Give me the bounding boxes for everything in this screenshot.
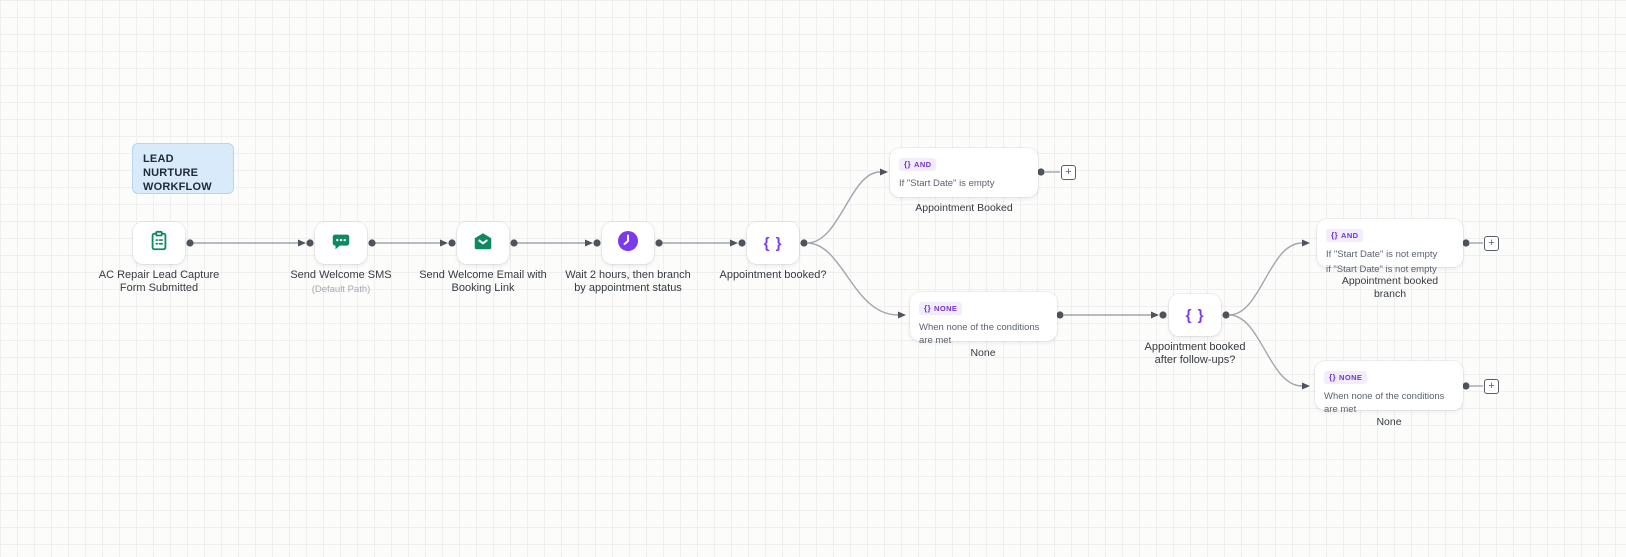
workflow-note[interactable]: LEAD NURTURE WORKFLOW	[132, 143, 234, 194]
card-label-appointment-booked: Appointment Booked	[915, 202, 1013, 214]
sms-bubble-icon	[330, 230, 352, 257]
condition-card-appointment-booked[interactable]: {}AND If "Start Date" is empty	[890, 148, 1038, 197]
node-label-branch1: Appointment booked?	[719, 269, 827, 281]
card-label-none-1: None	[970, 347, 996, 359]
node-label-trigger: AC Repair Lead Capture Form Submitted	[98, 269, 220, 294]
envelope-icon	[472, 230, 494, 257]
node-trigger-form-submitted[interactable]	[133, 222, 185, 264]
clock-icon	[616, 229, 640, 258]
condition-text: When none of the conditions are met	[919, 322, 1040, 346]
none-badge: {}NONE	[919, 302, 963, 315]
node-send-welcome-email[interactable]	[457, 222, 509, 264]
node-branch-after-followups[interactable]: { }	[1169, 294, 1221, 336]
node-wait-2-hours[interactable]	[602, 222, 654, 264]
condition-text: If "Start Date" is empty	[899, 178, 995, 189]
and-badge: {}AND	[899, 158, 937, 171]
and-badge: {}AND	[1326, 229, 1364, 242]
braces-icon: { }	[1185, 306, 1205, 324]
condition-text: If "Start Date" is not empty	[1326, 249, 1438, 260]
add-action-button-none-2[interactable]: +	[1484, 379, 1499, 394]
none-badge: {}NONE	[1324, 371, 1368, 384]
node-send-welcome-sms[interactable]	[315, 222, 367, 264]
condition-text: When none of the conditions are met	[1324, 391, 1445, 415]
node-label-wait: Wait 2 hours, then branch by appointment…	[565, 269, 691, 294]
condition-text: if "Start Date" is not empty	[1326, 264, 1437, 275]
add-action-button-booked[interactable]: +	[1061, 165, 1076, 180]
node-label-email: Send Welcome Email with Booking Link	[419, 269, 547, 294]
node-label-sms: Send Welcome SMS (Default Path)	[290, 269, 392, 295]
node-label-branch2: Appointment booked after follow-ups?	[1144, 341, 1246, 366]
clipboard-icon	[148, 230, 170, 257]
card-label-booked-branch: Appointment booked branch	[1341, 275, 1439, 300]
card-label-none-2: None	[1376, 416, 1402, 428]
add-action-button-branch[interactable]: +	[1484, 236, 1499, 251]
node-branch-appointment-booked[interactable]: { }	[747, 222, 799, 264]
condition-card-none-2[interactable]: {}NONE When none of the conditions are m…	[1315, 361, 1463, 415]
braces-icon: { }	[763, 234, 783, 252]
condition-card-booked-branch[interactable]: {}AND If "Start Date" is not empty if "S…	[1317, 219, 1463, 275]
condition-card-none-1[interactable]: {}NONE When none of the conditions are m…	[910, 292, 1057, 346]
